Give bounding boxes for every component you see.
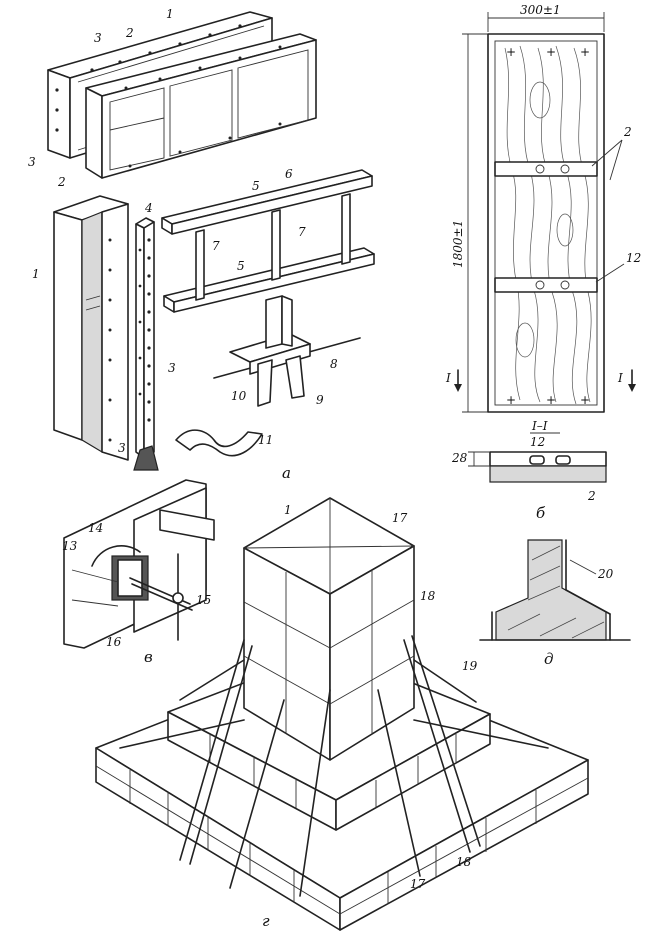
label-3-left: 3 [28, 155, 36, 169]
label-5-bottom: 5 [237, 259, 245, 273]
label-9: 9 [316, 393, 324, 407]
label-12-b: 12 [626, 251, 641, 265]
label-2-section: 2 [587, 489, 596, 503]
frame-panel-front [85, 33, 317, 179]
svg-text:+: + [580, 45, 590, 59]
label-19: 19 [462, 659, 478, 673]
panel-b-plank-shield: 300±1 1800±1 + + + + + + I [445, 3, 636, 483]
label-15: 15 [196, 593, 211, 607]
label-3-top: 3 [94, 31, 102, 45]
panel-a-components [47, 11, 375, 471]
label-1-mid: 1 [32, 267, 40, 281]
curved-clip [175, 429, 263, 457]
label-17-top: 17 [392, 511, 408, 525]
caption-g: г [262, 912, 270, 930]
label-1-top: 1 [166, 7, 174, 21]
section-label: I–I [531, 419, 548, 433]
label-7-left: 7 [212, 239, 220, 253]
label-4: 4 [144, 201, 153, 215]
label-6: 6 [285, 167, 293, 181]
dimension-thickness: 28 [451, 451, 468, 465]
panel-v-clamp-detail [63, 479, 215, 649]
panel-d-foundation-section [479, 539, 631, 641]
dimension-height: 1800±1 [451, 220, 465, 268]
label-2-b: 2 [623, 125, 632, 139]
label-10: 10 [231, 389, 247, 403]
label-18-top: 18 [420, 589, 436, 603]
label-17-bottom: 17 [410, 877, 426, 891]
label-13: 13 [62, 539, 78, 553]
svg-text:+: + [506, 45, 516, 59]
label-20: 20 [597, 567, 614, 581]
perforated-post [133, 217, 159, 471]
label-18-bottom: 18 [456, 855, 472, 869]
wedge-clamp [213, 295, 361, 407]
label-16: 16 [106, 635, 122, 649]
caption-b: б [536, 504, 546, 522]
label-3-bottom: 3 [118, 441, 126, 455]
caption-d: д [544, 650, 554, 668]
svg-text:+: + [546, 45, 556, 59]
label-8: 8 [330, 357, 338, 371]
label-12-section: 12 [530, 435, 545, 449]
svg-text:+: + [506, 393, 516, 407]
label-14: 14 [88, 521, 103, 535]
section-mark-right: I [617, 371, 623, 385]
label-5-top: 5 [252, 179, 260, 193]
dimension-width: 300±1 [520, 3, 561, 17]
label-3-post: 3 [168, 361, 176, 375]
label-11: 11 [258, 433, 273, 447]
panel-g-assembled-formwork [95, 497, 589, 931]
label-2-top: 2 [125, 26, 134, 40]
label-2-mid: 2 [57, 175, 66, 189]
caption-a: а [282, 464, 291, 482]
corner-angle-element [53, 195, 129, 461]
label-1-g: 1 [284, 503, 292, 517]
tie-frame [161, 169, 375, 313]
svg-text:+: + [580, 393, 590, 407]
section-mark-left: I [445, 371, 451, 385]
caption-v: в [144, 648, 153, 666]
svg-text:+: + [546, 393, 556, 407]
label-7-right: 7 [298, 225, 306, 239]
